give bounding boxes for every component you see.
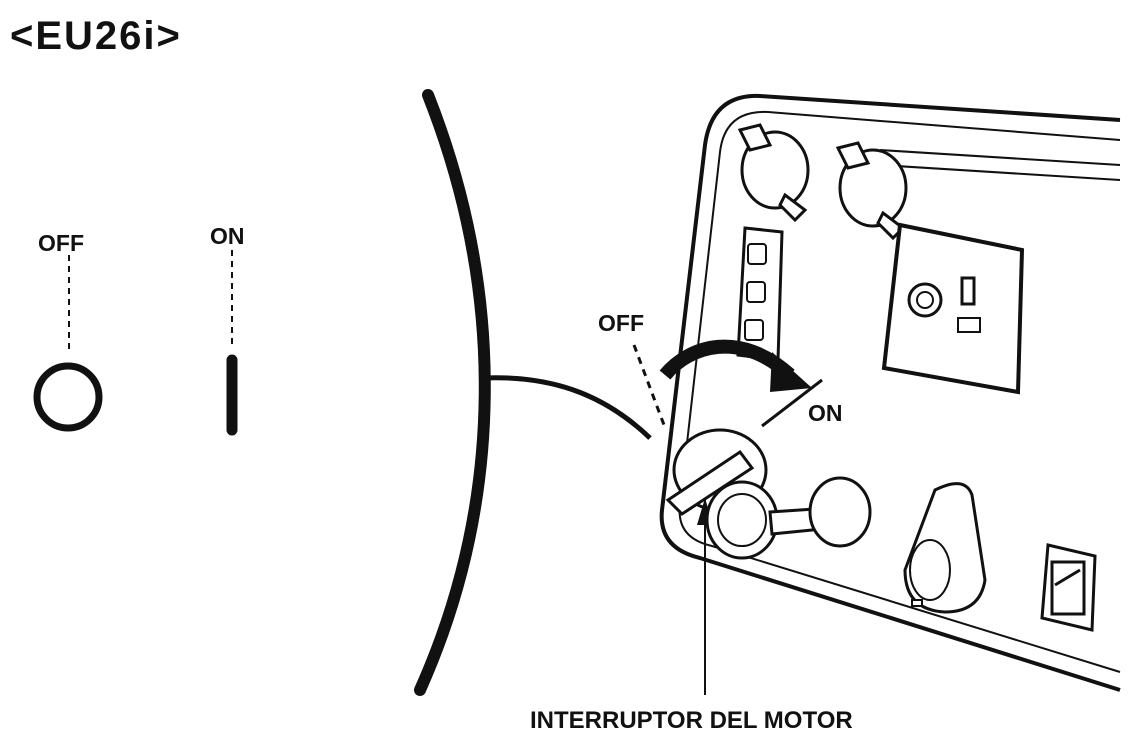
panel-off-label: OFF [598, 310, 644, 336]
off-circle-icon [33, 362, 103, 432]
legend-off-label: OFF [38, 230, 84, 256]
outlet-panel-icon [881, 222, 1025, 395]
indicator-lights-icon [736, 226, 784, 362]
control-panel [659, 93, 1121, 692]
model-title: <EU26i> [10, 14, 182, 58]
engine-switch-callout-label: INTERRUPTOR DEL MOTOR [530, 707, 853, 734]
fuel-knob-icon [903, 482, 987, 614]
eco-switch-icon [1040, 543, 1097, 632]
on-position-marker [761, 378, 823, 428]
zoom-bracket [414, 89, 491, 696]
off-position-marker [632, 344, 666, 426]
rotation-arrow-icon [632, 339, 823, 428]
choke-knob-icon [705, 476, 872, 560]
panel-on-label: ON [808, 400, 843, 426]
legend-on-label: ON [210, 223, 245, 249]
top-cap-left-icon [737, 123, 810, 223]
top-cap-right-icon [835, 141, 908, 241]
zoom-pointer [483, 375, 652, 440]
legend-off [33, 255, 103, 432]
